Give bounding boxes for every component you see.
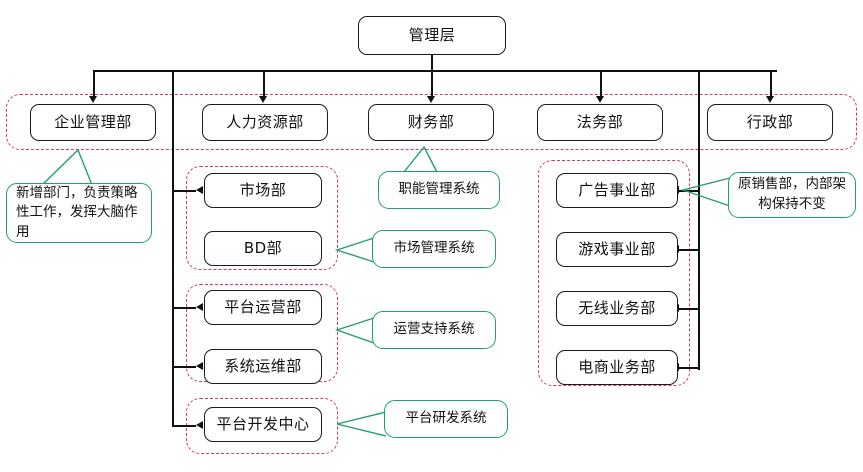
connector-to-devcenter [172, 425, 196, 427]
node-label: 广告事业部 [578, 181, 656, 199]
connector-to-wireless [678, 308, 699, 310]
node-root[interactable]: 管理层 [358, 16, 506, 55]
note-text: 运营支持系统 [393, 321, 475, 338]
node-label: 无线业务部 [578, 299, 656, 317]
note-operations-support-system[interactable]: 运营支持系统 [372, 311, 496, 349]
connector-to-ops [172, 307, 196, 309]
node-label: 人力资源部 [226, 113, 304, 131]
node-label: 行政部 [746, 113, 794, 131]
arrowhead-ops [196, 302, 203, 311]
connector-to-ecom [678, 367, 699, 369]
node-ecommerce-division[interactable]: 电商业务部 [556, 350, 678, 385]
connector-hr-spine [172, 70, 174, 426]
node-label: 财务部 [407, 113, 455, 131]
note-platform-rd-system[interactable]: 平台研发系统 [384, 400, 508, 438]
connector-drop-3 [431, 70, 433, 96]
arrowhead-devcenter [196, 420, 203, 429]
node-bd[interactable]: BD部 [204, 231, 322, 266]
connector-to-sysops [172, 366, 196, 368]
connector-admin-spine [698, 70, 700, 370]
node-label: 游戏事业部 [578, 240, 656, 258]
node-enterprise-management[interactable]: 企业管理部 [30, 104, 156, 141]
note-original-sales-dept[interactable]: 原销售部，内部架构保持不变 [728, 172, 856, 218]
node-finance[interactable]: 财务部 [368, 104, 494, 141]
connector-to-ad [678, 190, 699, 192]
node-human-resources[interactable]: 人力资源部 [202, 104, 328, 141]
group-business [538, 160, 690, 386]
group-market [186, 166, 338, 270]
node-platform-dev-center[interactable]: 平台开发中心 [204, 407, 322, 442]
node-legal[interactable]: 法务部 [537, 104, 663, 141]
arrowhead-sysops [196, 361, 203, 370]
arrowhead-market [196, 185, 203, 194]
node-administration[interactable]: 行政部 [707, 104, 833, 141]
node-system-maintenance[interactable]: 系统运维部 [204, 349, 322, 384]
note-new-dept[interactable]: 新增部门，负责策略性工作，发挥大脑作用 [6, 183, 152, 243]
node-label: 平台运营部 [224, 298, 302, 316]
note-market-management-system[interactable]: 市场管理系统 [372, 230, 496, 268]
node-label: BD部 [243, 239, 283, 257]
note-text: 新增部门，负责策略性工作，发挥大脑作用 [16, 184, 138, 240]
connector-bus [93, 70, 777, 72]
arrowhead-4 [595, 96, 604, 103]
node-platform-operations[interactable]: 平台运营部 [204, 290, 322, 325]
connector-drop-5 [770, 70, 772, 96]
node-advertising-division[interactable]: 广告事业部 [556, 173, 678, 208]
note-text: 原销售部，内部架构保持不变 [738, 176, 846, 212]
arrowhead-5 [765, 96, 774, 103]
note-text: 平台研发系统 [405, 410, 487, 427]
arrowhead-2 [258, 96, 267, 103]
node-label: 企业管理部 [54, 113, 132, 131]
node-label: 电商业务部 [578, 358, 656, 376]
connector-drop-2 [263, 70, 265, 96]
node-marketing[interactable]: 市场部 [204, 173, 322, 208]
node-label: 平台开发中心 [216, 415, 310, 433]
connector-drop-1 [93, 70, 95, 96]
connector-to-game [678, 249, 699, 251]
note-functional-management-system[interactable]: 职能管理系统 [378, 171, 500, 209]
arrowhead-1 [88, 96, 97, 103]
connector-root-down [431, 55, 433, 71]
node-label: 市场部 [239, 181, 287, 199]
node-label: 系统运维部 [224, 357, 302, 375]
connector-to-market [172, 190, 196, 192]
node-root-label: 管理层 [408, 26, 456, 44]
note-text: 市场管理系统 [393, 240, 475, 257]
node-game-division[interactable]: 游戏事业部 [556, 232, 678, 267]
node-wireless-division[interactable]: 无线业务部 [556, 291, 678, 326]
connector-drop-4 [600, 70, 602, 96]
node-label: 法务部 [576, 113, 624, 131]
arrowhead-3 [426, 96, 435, 103]
note-text: 职能管理系统 [398, 181, 480, 198]
